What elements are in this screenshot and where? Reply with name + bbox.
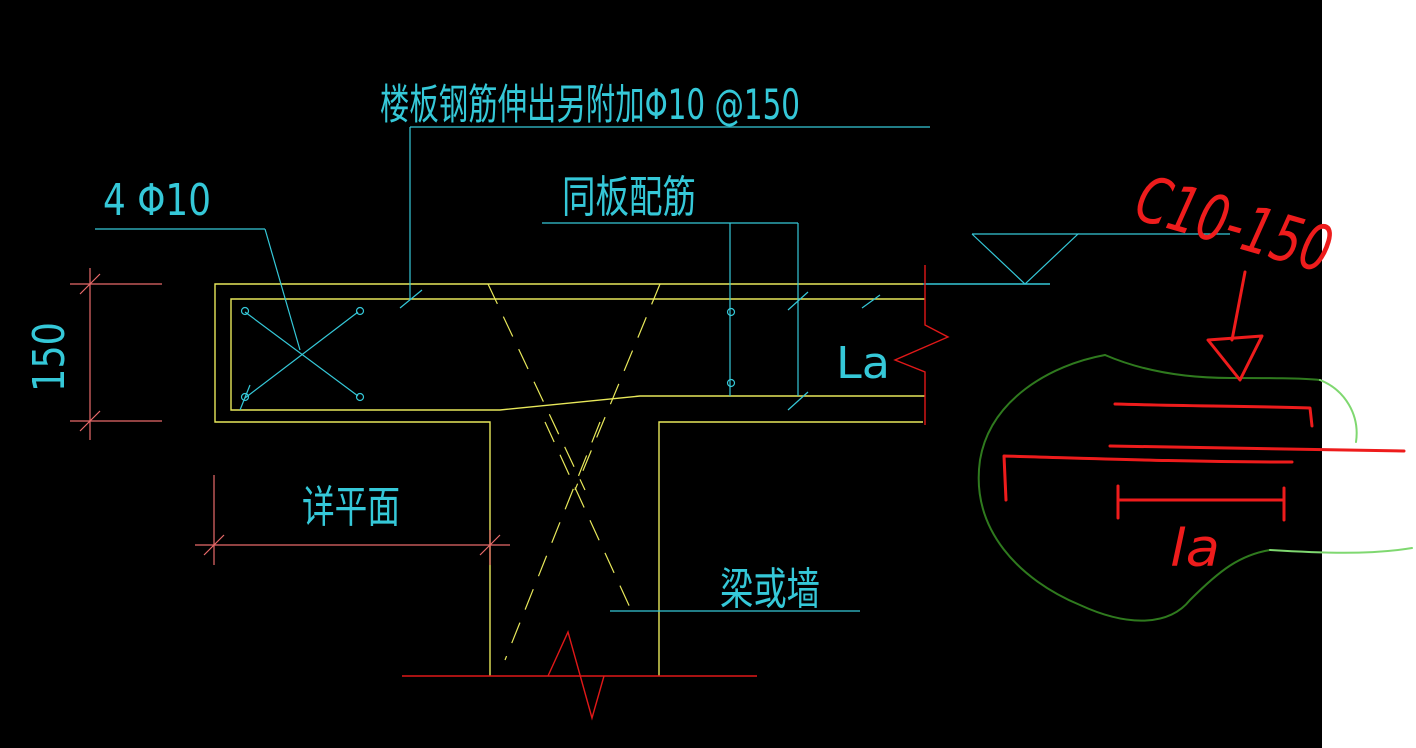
beam-or-wall-label: 梁或墙 <box>720 564 820 615</box>
bottom-break-zigzag <box>547 629 605 721</box>
hand-markup <box>977 270 1413 622</box>
dimension-lines <box>70 268 510 565</box>
rebar-dot <box>355 392 365 402</box>
rebar-spec-handwritten: C10-150 <box>1128 162 1341 288</box>
stirrup-x2 <box>244 311 359 399</box>
highlight-loop-light <box>1269 379 1413 554</box>
arrow-shaft <box>1230 270 1247 342</box>
stirrup-x1 <box>244 311 359 397</box>
hatch-lines <box>487 283 661 661</box>
rebar-dot <box>726 378 736 388</box>
anchorage-length-handwritten: la <box>1170 519 1220 579</box>
rebar-dot <box>726 307 736 317</box>
slab-rebar-stroke <box>1002 454 1294 502</box>
rebar-dot <box>240 392 250 402</box>
upper-bar <box>1113 402 1314 428</box>
corner-bars-leader <box>264 228 301 351</box>
slab-outline <box>214 283 923 676</box>
concrete-outline <box>214 283 1050 676</box>
slab-rebar-note: 楼板钢筋伸出另附加Φ10 @150 <box>380 80 800 129</box>
corner-bars-label: 4 Φ10 <box>103 175 211 226</box>
highlight-loop-dark-top <box>1104 354 1321 381</box>
same-as-slab-label: 同板配筋 <box>562 172 696 223</box>
thickness-label: 150 <box>24 322 75 392</box>
highlight-loop-dark <box>977 354 1271 622</box>
slab-inner-rebar-line <box>230 298 925 411</box>
la-dimension <box>1116 484 1286 522</box>
rebar-dot <box>355 306 365 316</box>
rebar-and-leaders <box>95 126 1230 612</box>
arrow-head <box>1206 334 1264 382</box>
lower-bar <box>1108 444 1406 453</box>
break-lines <box>402 265 950 721</box>
see-plan-label: 详平面 <box>302 482 400 533</box>
slab-break-line <box>893 265 950 425</box>
rebar-dot <box>240 306 250 316</box>
beam-right-edge <box>658 421 923 676</box>
anchorage-label: La <box>836 338 890 389</box>
level-triangle <box>971 233 1080 285</box>
cad-viewport <box>0 0 1322 748</box>
